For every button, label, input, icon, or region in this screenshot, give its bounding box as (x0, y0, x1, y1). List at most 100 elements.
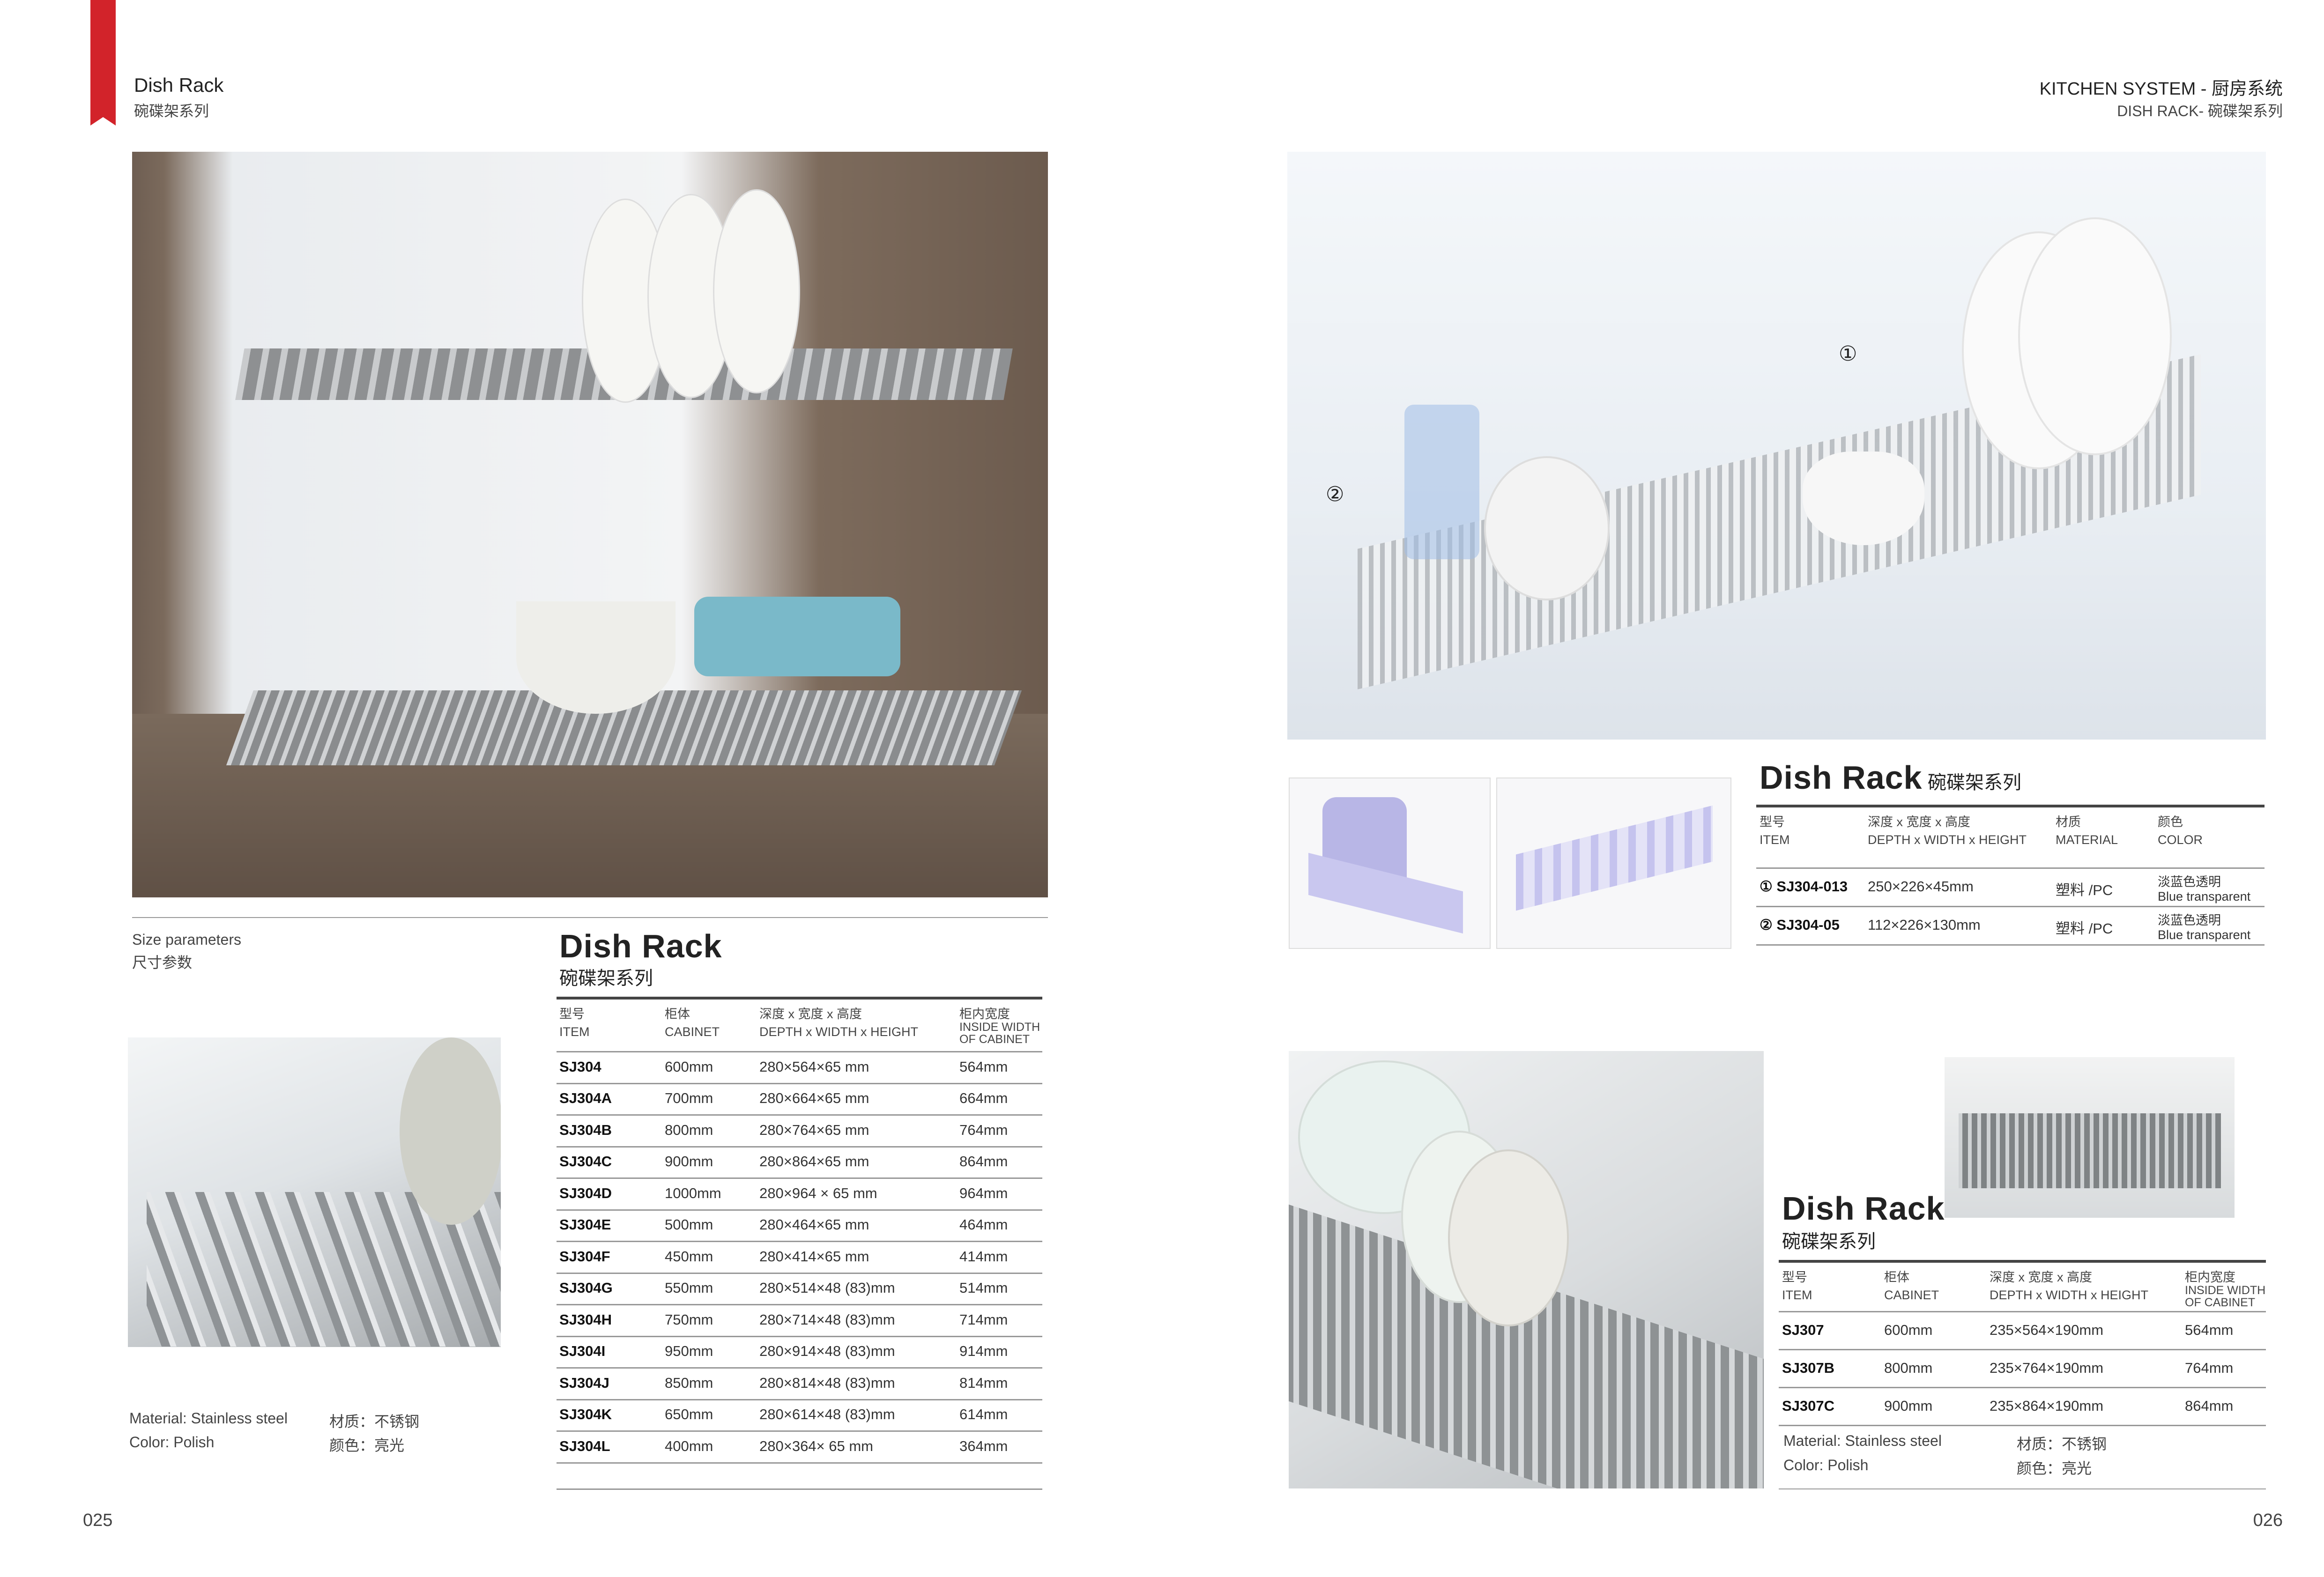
table-cell-item: SJ304B (559, 1121, 612, 1138)
column-header-en: DEPTH x WIDTH x HEIGHT (1868, 833, 2027, 847)
ss-table-title: Dish Rack (1782, 1190, 1945, 1227)
table-cell: 700mm (665, 1090, 713, 1107)
ss-table-subtitle: 碗碟架系列 (1782, 1231, 1876, 1252)
table-rule (557, 1304, 1042, 1305)
section-subtitle: DISH RACK- 碗碟架系列 (2117, 103, 2283, 119)
table-cell: 564mm (959, 1058, 1008, 1075)
table-cell: 800mm (1884, 1359, 1933, 1376)
left-table-subtitle: 碗碟架系列 (559, 968, 653, 989)
color-cn: 颜色：亮光 (329, 1437, 405, 1454)
material-en: Material: Stainless steel (129, 1410, 288, 1427)
table-rule (557, 1399, 1042, 1400)
table-cell: 814mm (959, 1374, 1008, 1391)
material-cn-right: 材质：不锈钢 (2017, 1436, 2107, 1452)
column-header-cn: 深度 x 宽度 x 高度 (759, 1007, 862, 1021)
pc-dish-rack-photo (1287, 152, 2266, 740)
table-cell: 1000mm (665, 1185, 721, 1201)
column-header-en: MATERIAL (2056, 833, 2118, 847)
column-header-en: ITEM (1782, 1288, 1812, 1302)
table-cell: 280×514×48 (83)mm (759, 1280, 895, 1296)
table-cell: 280×764×65 mm (759, 1121, 869, 1138)
table-cell-item: SJ304H (559, 1311, 612, 1328)
column-header-en: ITEM (1760, 833, 1790, 847)
table-rule (557, 1082, 1042, 1084)
callout-1: ① (1839, 342, 1857, 365)
table-cell: 280×714×48 (83)mm (759, 1311, 895, 1328)
table-rule (557, 1146, 1042, 1148)
column-header-en: CABINET (665, 1025, 720, 1039)
table-cell-color: 淡蓝色透明 (2158, 875, 2221, 889)
table-cell: 364mm (959, 1437, 1008, 1454)
dish-rack-cabinet-photo (132, 152, 1048, 897)
column-header-cn: 材质 (2056, 815, 2081, 829)
table-cell: 750mm (665, 1311, 713, 1328)
table-cell: 600mm (1884, 1321, 1933, 1338)
column-header-cn: 柜内宽度 (2185, 1270, 2235, 1284)
column-header-cn: 型号 (1760, 815, 1785, 829)
table-cell-item: SJ304K (559, 1406, 612, 1423)
table-cell: 250×226×45mm (1868, 878, 1974, 895)
table-rule (1756, 906, 2265, 907)
table-cell: 950mm (665, 1343, 713, 1360)
section-title: KITCHEN SYSTEM - 厨房系统 (2039, 79, 2283, 99)
column-header-cn: 柜体 (1884, 1270, 1909, 1284)
material-cn: 材质：不锈钢 (329, 1413, 420, 1430)
table-cell: 500mm (665, 1216, 713, 1233)
table-cell: 280×464×65 mm (759, 1216, 869, 1233)
table-cell-item: SJ307B (1782, 1359, 1835, 1376)
page-number-right: 026 (2253, 1510, 2283, 1530)
table-cell-item: SJ304D (559, 1185, 612, 1201)
table-cell: 280×814×48 (83)mm (759, 1374, 895, 1391)
table-cell: 112×226×130mm (1868, 917, 1981, 933)
column-header-cn: 颜色 (2158, 815, 2183, 829)
utensil-holder-product-image (1289, 777, 1491, 949)
table-rule (557, 1241, 1042, 1242)
table-cell: 650mm (665, 1406, 713, 1423)
table-cell: 280×564×65 mm (759, 1058, 869, 1075)
table-cell: 514mm (959, 1280, 1008, 1296)
table-rule (557, 1367, 1042, 1369)
table-cell: 600mm (665, 1058, 713, 1075)
table-cell: 900mm (665, 1153, 713, 1170)
column-header-cn: 型号 (559, 1007, 585, 1021)
pc-table-subtitle: 碗碟架系列 (1928, 772, 2021, 793)
table-cell-color: Blue transparent (2158, 928, 2251, 942)
column-header-en: DEPTH x WIDTH x HEIGHT (1990, 1288, 2148, 1302)
header-rule (557, 1051, 1042, 1052)
table-cell-item: SJ304A (559, 1090, 612, 1107)
column-header-en: DEPTH x WIDTH x HEIGHT (759, 1025, 918, 1039)
color-en-right: Color: Polish (1783, 1457, 1869, 1473)
table-cell: 280×414×65 mm (759, 1248, 869, 1265)
rack-detail-photo (128, 1037, 501, 1347)
color-en: Color: Polish (129, 1434, 215, 1451)
column-header-en: INSIDE WIDTH OF CABINET (2185, 1284, 2266, 1309)
page-number-left: 025 (83, 1510, 113, 1530)
table-cell: 280×914×48 (83)mm (759, 1343, 895, 1360)
column-header-cn: 深度 x 宽度 x 高度 (1990, 1270, 2093, 1284)
table-rule (1779, 1387, 2266, 1388)
table-cell-item: SJ307 (1782, 1321, 1824, 1338)
table-cell: 714mm (959, 1311, 1008, 1328)
table-cell: 614mm (959, 1406, 1008, 1423)
table-cell-item: SJ304C (559, 1153, 612, 1170)
table-cell: 280×964 × 65 mm (759, 1185, 877, 1201)
column-header-cn: 柜内宽度 (959, 1007, 1010, 1021)
table-cell-item: SJ304 (559, 1058, 601, 1075)
table-rule (557, 1335, 1042, 1337)
table-rule (557, 1114, 1042, 1116)
table-cell: 564mm (2185, 1321, 2234, 1338)
table-cell: 964mm (959, 1185, 1008, 1201)
table-cell: 764mm (2185, 1359, 2234, 1376)
table-cell: 414mm (959, 1248, 1008, 1265)
table-cell: 800mm (665, 1121, 713, 1138)
table-rule (1756, 944, 2265, 946)
stainless-rack-photo (1289, 1051, 1764, 1488)
table-cell: 464mm (959, 1216, 1008, 1233)
table-cell-item: SJ304F (559, 1248, 610, 1265)
column-header-en: INSIDE WIDTH OF CABINET (959, 1021, 1040, 1046)
divider (1779, 1488, 2266, 1489)
divider (132, 917, 1048, 918)
table-rule (1779, 1425, 2266, 1426)
table-cell: 280×664×65 mm (759, 1090, 869, 1107)
stainless-rack-cabinet-photo (1945, 1057, 2235, 1218)
